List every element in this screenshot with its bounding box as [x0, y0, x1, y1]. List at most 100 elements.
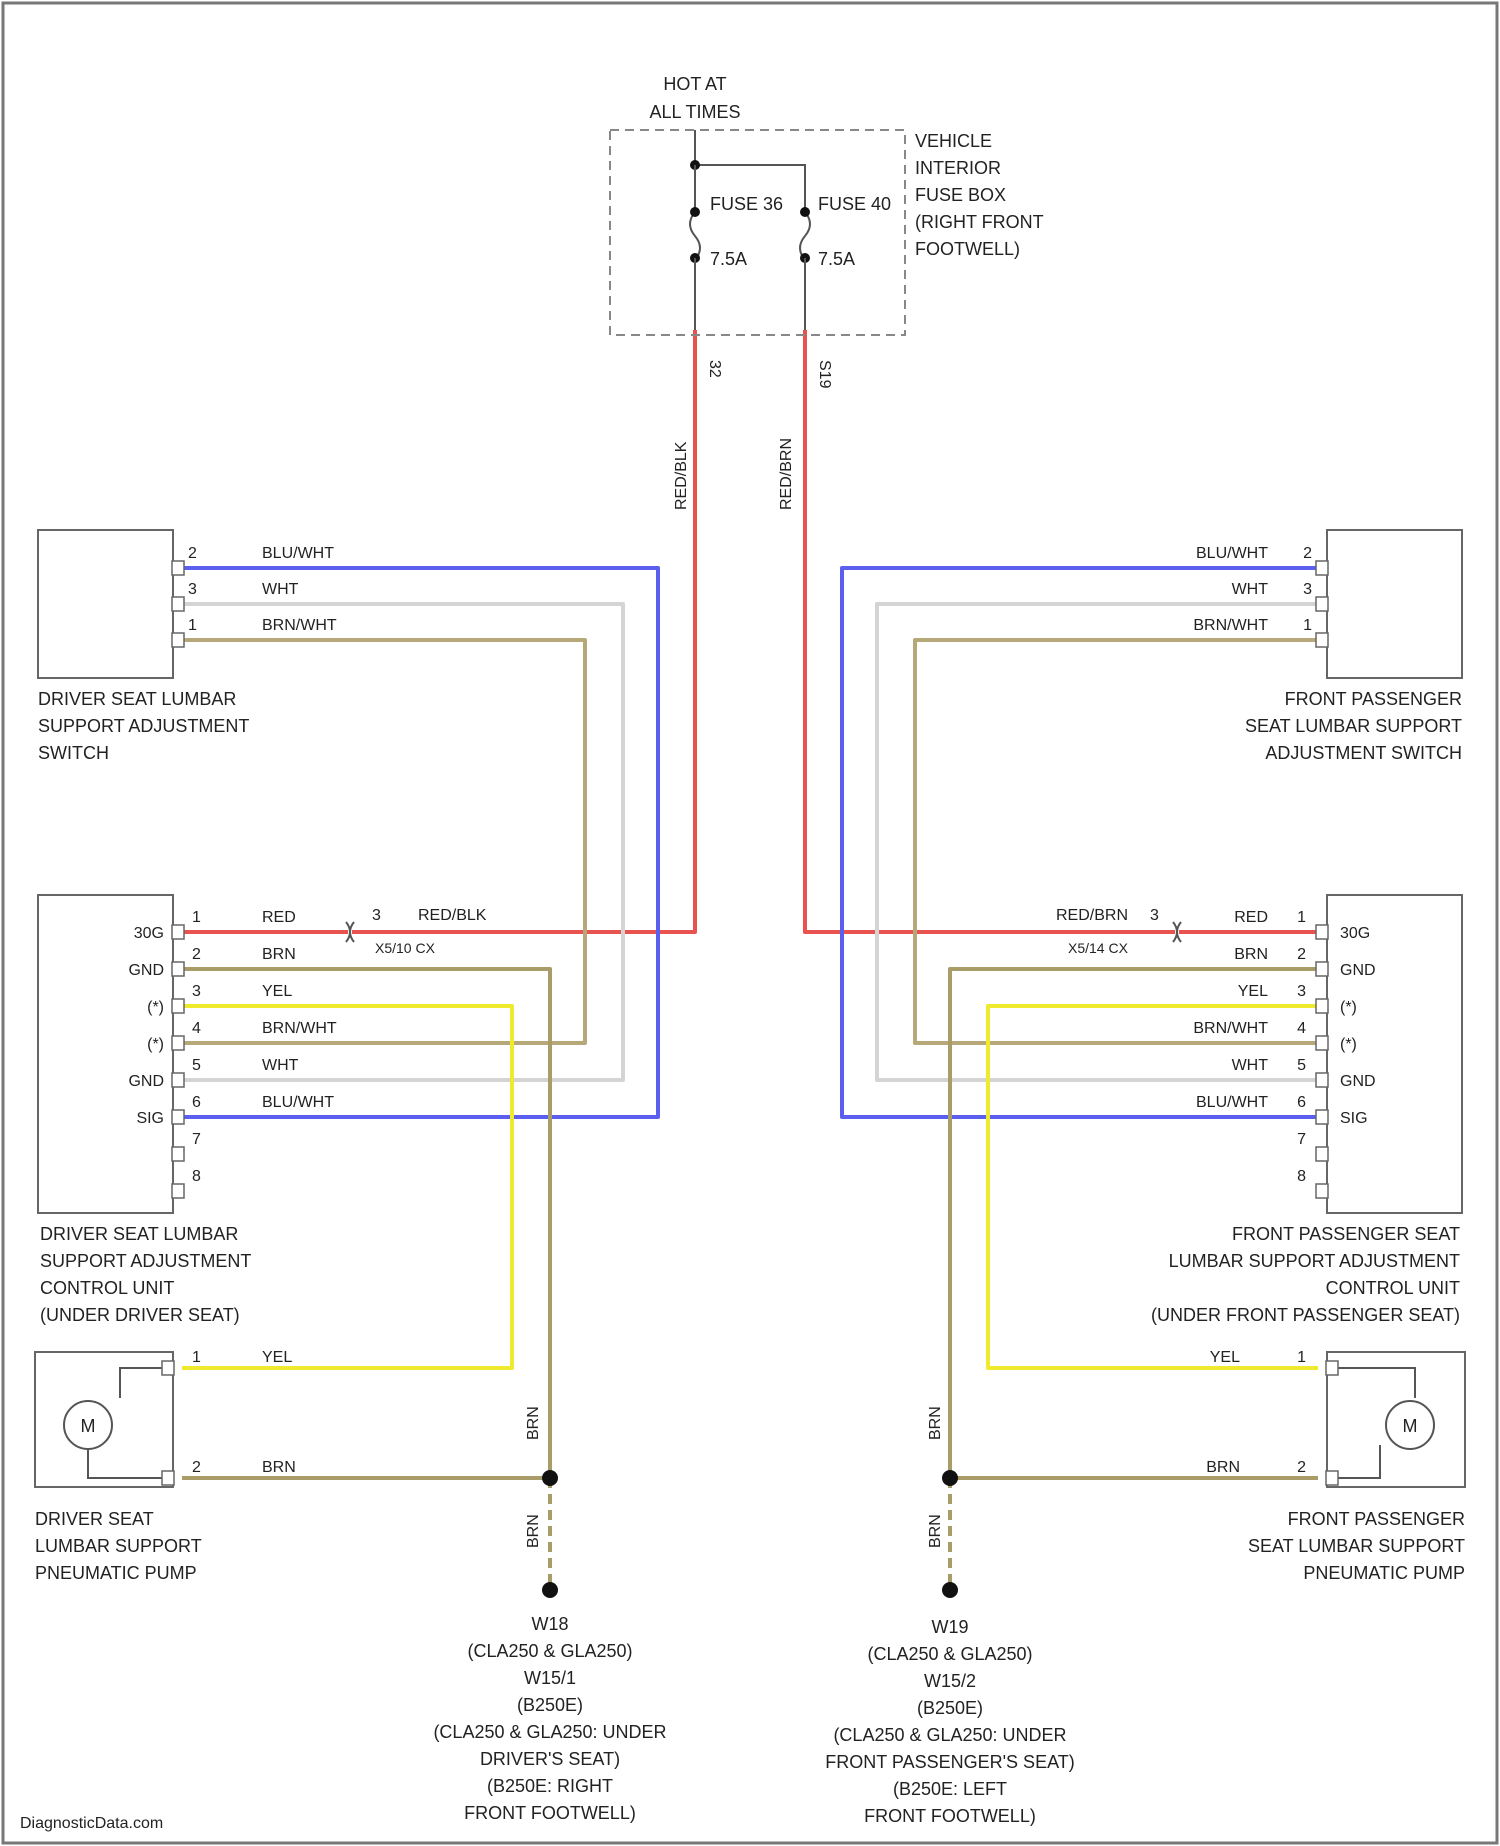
wire-label-red-blk: RED/BLK: [673, 441, 690, 510]
passenger-pump-wire-label: BRN: [1206, 1459, 1240, 1476]
driver-cu-pin: 3: [192, 983, 201, 1000]
connector-pin: [1316, 561, 1328, 575]
driver-cu-label: DRIVER SEAT LUMBAR: [40, 1224, 238, 1244]
passenger-cu-terminal: (*): [1340, 999, 1357, 1016]
connector-pin: [1316, 1184, 1328, 1198]
fuse-36-symbol: [690, 212, 700, 260]
driver-pump: M 1 2 YEL BRN DRIVER SEAT LUMBAR SUPPORT…: [35, 1349, 296, 1583]
fuse-box-label-4: (RIGHT FRONT: [915, 212, 1044, 232]
connector-pin: [1316, 1147, 1328, 1161]
passenger-cu-terminal: GND: [1340, 962, 1376, 979]
connector-pin: [172, 1147, 184, 1161]
driver-cu-wire-label: RED: [262, 909, 296, 926]
passenger-switch-label: SEAT LUMBAR SUPPORT: [1245, 716, 1462, 736]
passenger-cu-pin: 1: [1297, 909, 1306, 926]
driver-cu-terminal: 30G: [134, 925, 164, 942]
driver-cu-terminal: SIG: [136, 1110, 164, 1127]
fuse-40-label: FUSE 40: [818, 194, 891, 214]
driver-pump-pin: 2: [192, 1459, 201, 1476]
passenger-cu-wire-label: BRN/WHT: [1193, 1020, 1268, 1037]
driver-switch-wire-label: BLU/WHT: [262, 545, 334, 562]
ground-left-label: FRONT FOOTWELL): [464, 1803, 636, 1823]
driver-pump-label: LUMBAR SUPPORT: [35, 1536, 202, 1556]
connector-pin: [1316, 633, 1328, 647]
connector-pin: [172, 1184, 184, 1198]
passenger-splice-node: [942, 1470, 958, 1486]
driver-cu-wire-label: YEL: [262, 983, 292, 1000]
hot-at-label: HOT AT: [663, 74, 726, 94]
passenger-switch-body: [1327, 530, 1462, 678]
passenger-cu-label: CONTROL UNIT: [1326, 1278, 1460, 1298]
passenger-cu-pin: 7: [1297, 1131, 1306, 1148]
driver-cu-body: [38, 895, 173, 1213]
driver-cu-label: CONTROL UNIT: [40, 1278, 174, 1298]
driver-cu-wire-label: BRN: [262, 946, 296, 963]
ground-left-label: (CLA250 & GLA250: UNDER: [433, 1722, 666, 1742]
driver-wht-wire: [182, 604, 623, 1080]
driver-cu-pin: 6: [192, 1094, 201, 1111]
fuse-box-pin-right: S19: [816, 360, 833, 389]
driver-splice-node: [542, 1470, 558, 1486]
connector-pin: [1316, 999, 1328, 1013]
connector-pin: [1316, 1036, 1328, 1050]
driver-brn-wht-wire: [182, 640, 585, 1043]
connector-pin: [172, 1073, 184, 1087]
connector-pin: [172, 597, 184, 611]
passenger-wht-wire: [877, 604, 1318, 1080]
connector-pin: [1316, 597, 1328, 611]
ground-left-label: (CLA250 & GLA250): [467, 1641, 632, 1661]
connector-pin: [1326, 1471, 1338, 1485]
driver-switch-label: SWITCH: [38, 743, 109, 763]
driver-cu-pin: 1: [192, 909, 201, 926]
ground-right-label: FRONT PASSENGER'S SEAT): [825, 1752, 1074, 1772]
passenger-pump-pin: 1: [1297, 1349, 1306, 1366]
driver-switch-pin: 2: [188, 545, 197, 562]
passenger-switch-pin: 1: [1303, 617, 1312, 634]
driver-switch-label: DRIVER SEAT LUMBAR: [38, 689, 236, 709]
driver-pump-label: DRIVER SEAT: [35, 1509, 154, 1529]
driver-pump-label: PNEUMATIC PUMP: [35, 1563, 197, 1583]
fuse-40-symbol: [800, 212, 810, 260]
driver-pump-wire-label: BRN: [262, 1459, 296, 1476]
driver-cu-terminal: GND: [128, 962, 164, 979]
passenger-connector-pin: 3: [1150, 907, 1159, 924]
ground-left-label: W15/1: [524, 1668, 576, 1688]
driver-cu-label: (UNDER DRIVER SEAT): [40, 1305, 240, 1325]
fuse-box-pin-left: 32: [706, 360, 723, 378]
connector-pin: [172, 633, 184, 647]
driver-cu-wire-label: WHT: [262, 1057, 299, 1074]
driver-switch-label: SUPPORT ADJUSTMENT: [38, 716, 249, 736]
passenger-cu-label: FRONT PASSENGER SEAT: [1232, 1224, 1460, 1244]
driver-switch-pin: 1: [188, 617, 197, 634]
fuse-box-label-2: INTERIOR: [915, 158, 1001, 178]
driver-switch-wire-label: WHT: [262, 581, 299, 598]
driver-switch-pin: 3: [188, 581, 197, 598]
passenger-cu-pin: 4: [1297, 1020, 1306, 1037]
driver-control-unit: 30G GND (*) (*) GND SIG 1 2 3 4 5 6 7 8 …: [38, 895, 487, 1325]
ground-right-label: (B250E: LEFT: [893, 1779, 1007, 1799]
connector-pin: [1316, 925, 1328, 939]
connector-pin: [1316, 962, 1328, 976]
passenger-switch-wire-label: BRN/WHT: [1193, 617, 1268, 634]
connector-pin: [1326, 1361, 1338, 1375]
ground-right-label: (CLA250 & GLA250): [867, 1644, 1032, 1664]
driver-pump-wire-label: YEL: [262, 1349, 292, 1366]
connector-pin: [172, 925, 184, 939]
ground-right-wire-upper: BRN: [927, 1406, 944, 1440]
driver-switch-wire-label: BRN/WHT: [262, 617, 337, 634]
passenger-cu-terminal: 30G: [1340, 925, 1370, 942]
ground-right-label: (CLA250 & GLA250: UNDER: [833, 1725, 1066, 1745]
connector-pin: [172, 999, 184, 1013]
passenger-cu-pin: 5: [1297, 1057, 1306, 1074]
wire-label-red-brn: RED/BRN: [778, 438, 795, 510]
driver-cu-label: SUPPORT ADJUSTMENT: [40, 1251, 251, 1271]
passenger-connector-name: X5/14 CX: [1068, 940, 1129, 956]
passenger-cu-pin: 6: [1297, 1094, 1306, 1111]
passenger-pump-pin: 2: [1297, 1459, 1306, 1476]
passenger-cu-pin: 3: [1297, 983, 1306, 1000]
driver-cu-pin: 5: [192, 1057, 201, 1074]
passenger-cu-wire-label: BRN: [1234, 946, 1268, 963]
fuse-box-label-3: FUSE BOX: [915, 185, 1006, 205]
all-times-label: ALL TIMES: [649, 102, 740, 122]
ground-left-label: W18: [531, 1614, 568, 1634]
